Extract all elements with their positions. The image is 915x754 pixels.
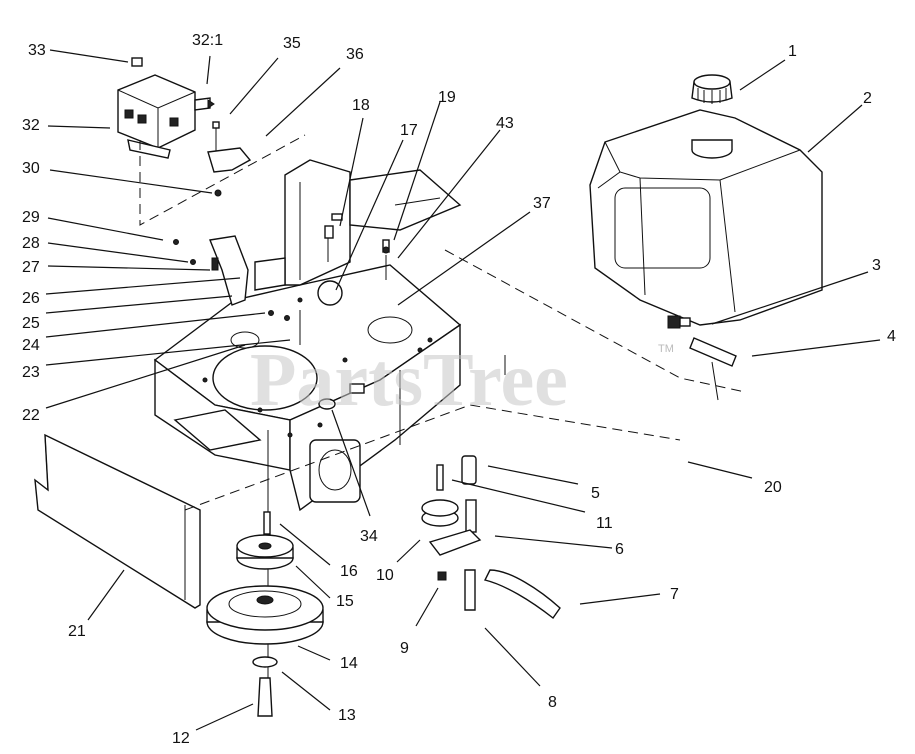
fuel-hose xyxy=(689,337,737,367)
electric-clutch xyxy=(206,585,324,717)
callout-21: 21 xyxy=(68,623,86,640)
callout-29: 29 xyxy=(22,209,40,226)
ring-34 xyxy=(318,383,365,410)
callout-37: 37 xyxy=(533,195,551,212)
drive-pulley xyxy=(236,511,294,570)
callout-43: 43 xyxy=(496,115,514,132)
callout-34: 34 xyxy=(360,528,378,545)
callout-23: 23 xyxy=(22,364,40,381)
callout-12: 12 xyxy=(172,730,190,747)
callout-13: 13 xyxy=(338,707,356,724)
control-module xyxy=(117,57,215,159)
callout-labels: 1 2 3 4 5 6 7 8 9 10 11 12 13 14 15 16 1… xyxy=(22,32,896,747)
callout-17: 17 xyxy=(400,122,418,139)
callout-7: 7 xyxy=(670,586,679,603)
callout-19: 19 xyxy=(438,89,456,106)
callout-14: 14 xyxy=(340,655,358,672)
callout-32: 32 xyxy=(22,117,40,134)
fuel-tank xyxy=(589,109,823,326)
callout-24: 24 xyxy=(22,337,40,354)
callout-9: 9 xyxy=(400,640,409,657)
callout-28: 28 xyxy=(22,235,40,252)
shield xyxy=(34,433,201,609)
callout-16: 16 xyxy=(340,563,358,580)
callout-27: 27 xyxy=(22,259,40,276)
callout-26: 26 xyxy=(22,290,40,307)
switch-bracket xyxy=(173,235,290,321)
callout-25: 25 xyxy=(22,315,40,332)
fuel-cap xyxy=(691,74,733,104)
callout-33: 33 xyxy=(28,42,46,59)
fuel-fitting xyxy=(667,315,691,329)
callout-10: 10 xyxy=(376,567,394,584)
callout-2: 2 xyxy=(863,90,872,107)
callout-8: 8 xyxy=(548,694,557,711)
chassis-frame xyxy=(153,159,462,512)
callout-6: 6 xyxy=(615,541,624,558)
callout-11: 11 xyxy=(596,515,613,532)
callout-36: 36 xyxy=(346,46,364,63)
callout-35: 35 xyxy=(283,35,301,52)
callout-20: 20 xyxy=(764,479,782,496)
callout-5: 5 xyxy=(591,485,600,502)
callout-1: 1 xyxy=(788,43,797,60)
callout-15: 15 xyxy=(336,593,354,610)
callout-22: 22 xyxy=(22,407,40,424)
callout-4: 4 xyxy=(887,328,896,345)
leader-lines xyxy=(45,49,881,731)
callout-18: 18 xyxy=(352,97,370,114)
watermark-trademark: TM xyxy=(658,343,674,355)
module-bolt xyxy=(207,121,252,197)
idler-assembly xyxy=(421,455,561,620)
callout-32-1: 32:1 xyxy=(192,32,223,49)
callout-3: 3 xyxy=(872,257,881,274)
watermark: PartsTree xyxy=(250,338,568,422)
callout-30: 30 xyxy=(22,160,40,177)
